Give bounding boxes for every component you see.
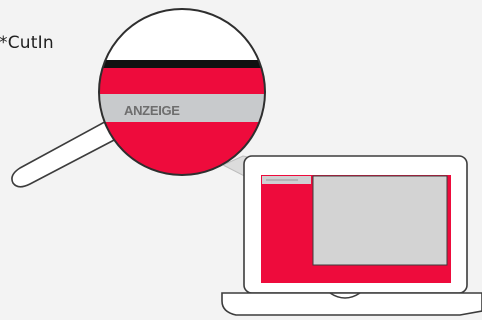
magnifier-handle (12, 118, 118, 187)
laptop-icon (222, 156, 482, 315)
lens-banner (90, 94, 280, 122)
lens-banner-label: ANZEIGE (124, 103, 180, 118)
magnifier-icon: ANZEIGE (90, 0, 280, 182)
laptop-screen-content (313, 176, 447, 265)
